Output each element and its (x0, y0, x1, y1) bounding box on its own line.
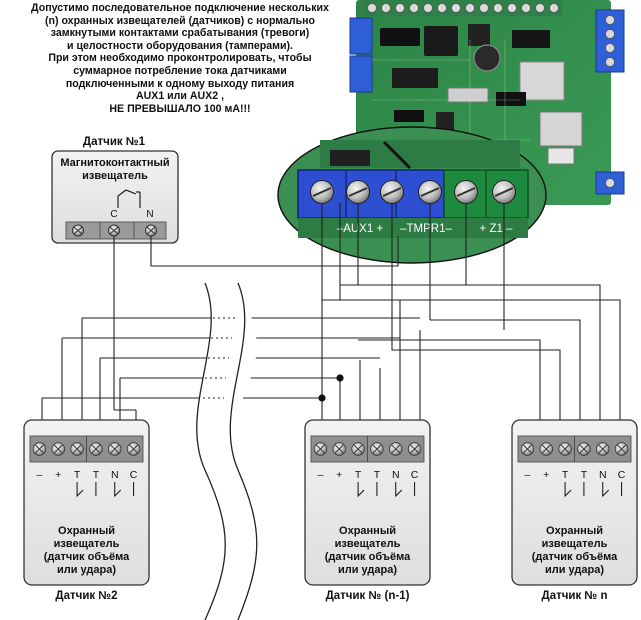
terminal-screw (492, 180, 516, 204)
detector-name-line: или удара) (338, 564, 397, 576)
sensor1-title: Магнитоконтактный (60, 157, 169, 169)
label-z1: + Z1 – (480, 223, 514, 235)
pin-label: – (317, 469, 323, 481)
wire-junction (318, 394, 326, 402)
pin-label: + (55, 469, 61, 481)
terminal-screw (407, 442, 422, 456)
detector-name-line: или удара) (57, 564, 116, 576)
detector-caption: Датчик № (n-1) (326, 590, 410, 602)
terminal-screw (539, 442, 553, 456)
terminal-screw (520, 442, 535, 456)
note-line: подключенными к одному выходу питания (65, 77, 295, 90)
terminal-screw (614, 442, 629, 456)
pin-label: T (562, 469, 569, 481)
terminal-screw (108, 224, 120, 237)
label-aux1: –AUX1 + (337, 223, 384, 235)
detector-name-line: (датчик объёма (325, 551, 411, 563)
sensor1-box: Магнитоконтактный извещатель C N (51, 150, 179, 244)
note-line: Допустимо последовательное подключение н… (31, 2, 329, 14)
tamper-contact-symbol (564, 482, 585, 498)
pin-label: – (36, 469, 42, 481)
terminal-screw (89, 442, 103, 456)
pin-label: T (355, 469, 362, 481)
pin-label: + (336, 469, 342, 481)
note-line: (n) охранных извещателей (датчиков) с но… (45, 14, 315, 27)
terminal-screw (72, 224, 84, 237)
pin-label: T (93, 469, 100, 481)
pin-label: T (74, 469, 81, 481)
detector-name-line: или удара) (545, 564, 604, 576)
terminal-screw (310, 180, 334, 204)
pin-label: T (374, 469, 381, 481)
detector-name-line: извещатель (335, 538, 401, 550)
detector-name-line: Охранный (546, 525, 603, 537)
pin-label: N (111, 469, 119, 481)
terminal-screw (380, 180, 404, 204)
pin-label: C (411, 469, 419, 481)
terminal-screw (577, 442, 591, 456)
zoomed-terminal-block: –AUX1 + –TMPR1– + Z1 – (297, 169, 529, 238)
terminal-screw (346, 180, 370, 204)
terminal-screw (596, 442, 610, 456)
pin-label: N (599, 469, 607, 481)
pin-label: T (581, 469, 588, 481)
terminal-screw (370, 442, 384, 456)
pin-label: + (543, 469, 549, 481)
sensor1-subtitle: извещатель (82, 170, 148, 182)
wire-junction (336, 374, 344, 382)
tamper-contact-symbol (357, 482, 378, 498)
terminal-screw (126, 442, 141, 456)
pin-label: C (618, 469, 626, 481)
terminal-screw (454, 180, 478, 204)
alarm-contact-symbol (602, 482, 623, 498)
terminal-screw (558, 442, 572, 456)
label-tmpr1: –TMPR1– (400, 223, 452, 235)
pin-label: – (524, 469, 530, 481)
tamper-contact-symbol (76, 482, 97, 498)
detector-name-line: извещатель (54, 538, 120, 550)
detector-name-line: (датчик объёма (44, 551, 130, 563)
terminal-screw (108, 442, 122, 456)
terminal-screw (313, 442, 328, 456)
pin-label: C (130, 469, 138, 481)
terminal-screw (145, 224, 157, 237)
pin-label: N (392, 469, 400, 481)
note-line: НЕ ПРЕВЫШАЛО 100 мА!!! (109, 102, 251, 115)
contact-c-label: C (110, 209, 117, 220)
detector-name-line: извещатель (542, 538, 608, 550)
note-line: При этом необходимо проконтролировать, ч… (48, 52, 312, 65)
contact-switch-symbol (117, 189, 141, 208)
detector-name-line: Охранный (58, 525, 115, 537)
detector-caption: Датчик № n (542, 590, 608, 602)
terminal-screw (351, 442, 365, 456)
note-line: AUX1 или AUX2 , (135, 90, 225, 103)
omission-break (196, 282, 258, 620)
terminal-screw (418, 180, 442, 204)
detector-caption: Датчик №2 (55, 590, 117, 602)
alarm-contact-symbol (395, 482, 416, 498)
sensor1-caption: Датчик №1 (83, 136, 146, 148)
note-line: замкнутыми контактами срабатывания (трев… (50, 27, 310, 40)
contact-n-label: N (146, 209, 153, 220)
terminal-screw (51, 442, 65, 456)
terminal-screw (389, 442, 403, 456)
instruction-note: Допустимо последовательное подключение н… (0, 2, 360, 115)
terminal-screw (70, 442, 84, 456)
note-line: и целостности оборудования (тамперами). (67, 39, 293, 52)
detector-name-line: Охранный (339, 525, 396, 537)
terminal-magnifier: –AUX1 + –TMPR1– + Z1 – (277, 126, 547, 264)
terminal-screw (332, 442, 346, 456)
detector-name-line: (датчик объёма (532, 551, 618, 563)
alarm-contact-symbol (114, 482, 135, 498)
note-line: суммарное потребление тока датчиками (73, 64, 287, 77)
terminal-screw (32, 442, 47, 456)
